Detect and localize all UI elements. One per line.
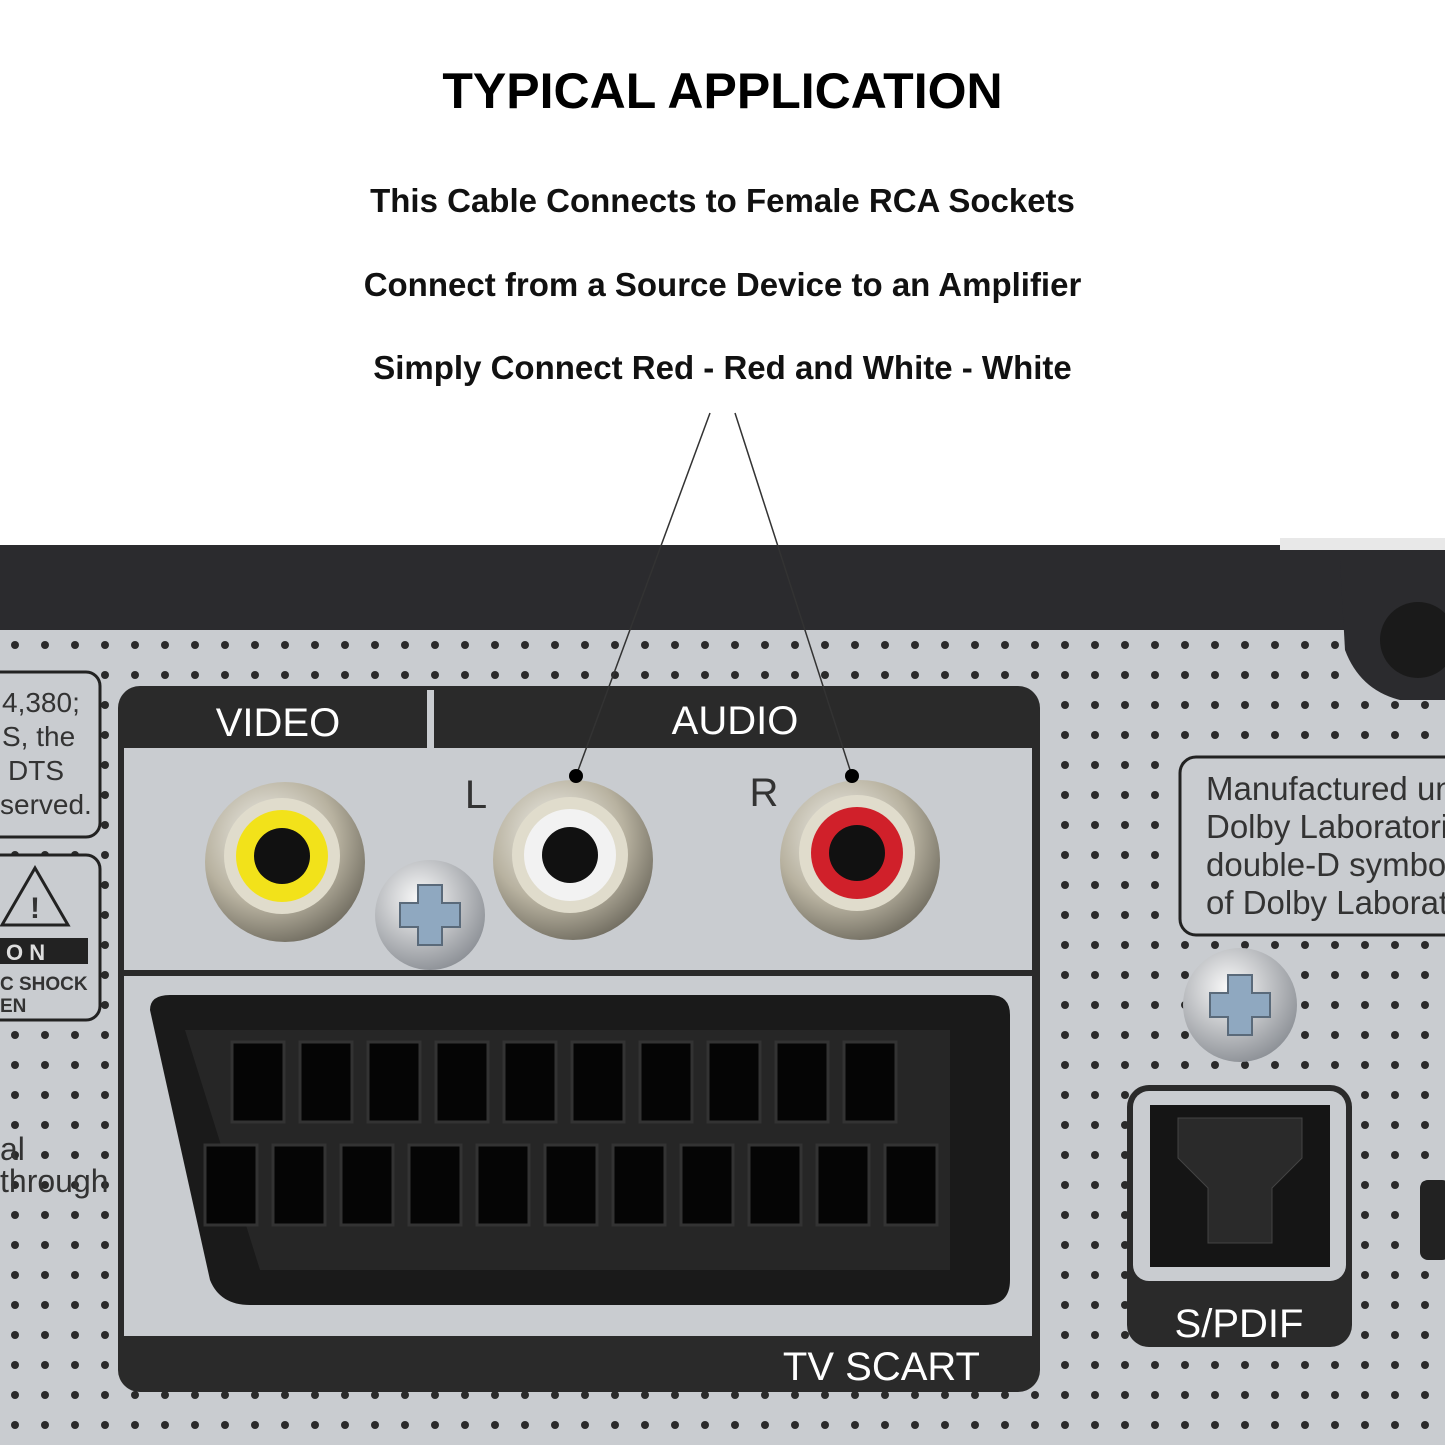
dts-text: DTS	[8, 755, 64, 786]
audio-label: AUDIO	[672, 699, 799, 743]
warning-icon	[0, 865, 71, 927]
screw-icon	[1183, 948, 1297, 1062]
scart-pin	[475, 1143, 531, 1227]
left-channel-label: L	[465, 773, 487, 817]
scart-pin	[706, 1040, 762, 1124]
scart-pin	[298, 1040, 354, 1124]
scart-pin	[339, 1143, 395, 1227]
panel-text: through	[0, 1163, 109, 1199]
dts-text: served.	[0, 789, 92, 820]
scart-pin	[815, 1143, 871, 1227]
scart-pin	[842, 1040, 898, 1124]
scart-pin	[774, 1040, 830, 1124]
page-title: TYPICAL APPLICATION	[442, 63, 1003, 119]
feature-line-2: Connect from a Source Device to an Ampli…	[363, 266, 1082, 303]
scart-pin	[366, 1040, 422, 1124]
scart-pin	[883, 1143, 939, 1227]
spdif-label: S/PDIF	[1175, 1302, 1304, 1346]
scart-label: TV SCART	[783, 1345, 980, 1389]
caution-text: EN	[0, 996, 26, 1017]
dolby-text: Dolby Laboratorie	[1206, 808, 1445, 845]
audio-right-jack	[780, 780, 940, 940]
scart-pin	[638, 1040, 694, 1124]
scart-pin	[570, 1040, 626, 1124]
scart-pin	[679, 1143, 735, 1227]
dolby-text: double-D symbol	[1206, 846, 1445, 883]
scart-pin	[502, 1040, 558, 1124]
right-channel-label: R	[750, 771, 779, 815]
dts-text: 4,380;	[2, 687, 80, 718]
dolby-text: of Dolby Laborato	[1206, 884, 1445, 921]
scart-pin	[230, 1040, 286, 1124]
screw-icon	[1380, 602, 1445, 678]
pointer-line-right	[734, 412, 853, 777]
scart-pin	[611, 1143, 667, 1227]
pointer-line-left	[575, 412, 711, 777]
panel-text: al	[0, 1131, 25, 1167]
feature-line-1: This Cable Connects to Female RCA Socket…	[370, 182, 1075, 219]
scart-pin	[747, 1143, 803, 1227]
scart-pin	[271, 1143, 327, 1227]
audio-left-jack	[493, 780, 653, 940]
caution-text: C SHOCK	[0, 974, 88, 995]
video-jack	[205, 782, 365, 942]
dts-text: S, the	[2, 721, 75, 752]
scart-pin	[407, 1143, 463, 1227]
bezel	[0, 545, 1445, 645]
dolby-text: Manufactured un	[1206, 770, 1445, 807]
video-label: VIDEO	[216, 701, 340, 745]
svg-text:!: !	[30, 892, 40, 925]
scart-pin	[543, 1143, 599, 1227]
caution-text: O N	[6, 940, 45, 965]
scart-pin	[203, 1143, 259, 1227]
feature-line-3: Simply Connect Red - Red and White - Whi…	[373, 349, 1072, 386]
scart-pin	[434, 1040, 490, 1124]
screw-icon	[375, 860, 485, 970]
